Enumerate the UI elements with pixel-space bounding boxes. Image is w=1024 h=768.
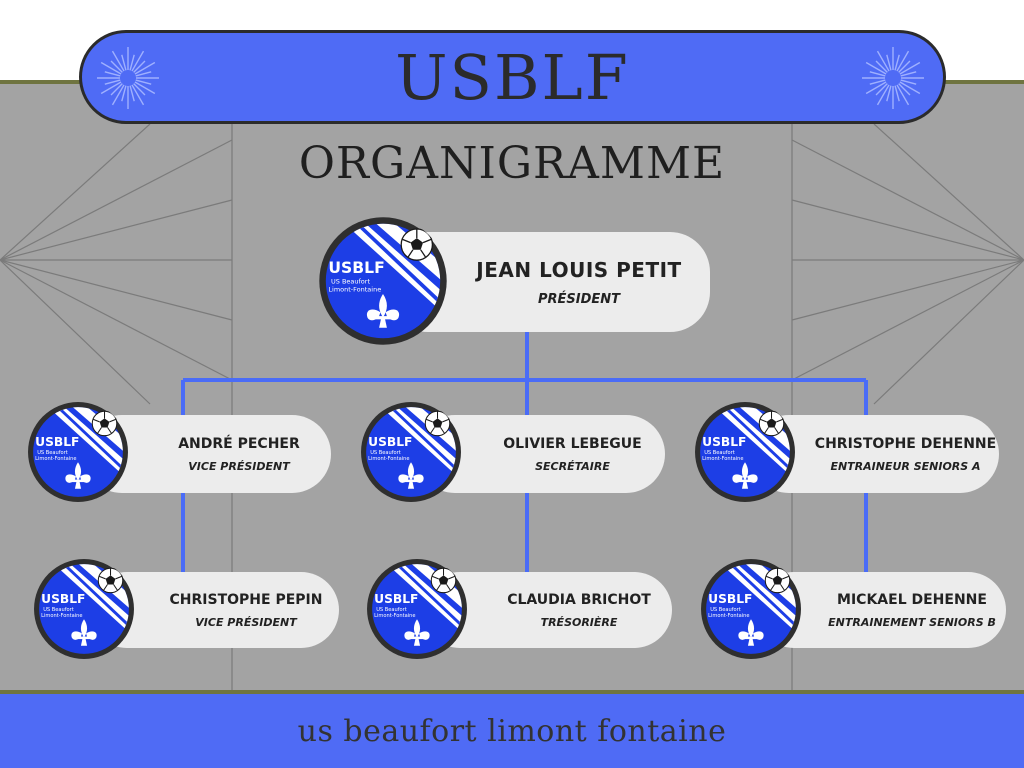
president-card: JEAN LOUIS PETIT PRÉSIDENT USBLF US Beau… xyxy=(318,216,710,346)
club-logo: USBLF US Beaufort Limont-Fontaine xyxy=(700,558,802,660)
member-name-pill: CLAUDIA BRICHOT TRÉSORIÈRE xyxy=(422,572,672,648)
member-role: ENTRAINEUR SENIORS A xyxy=(830,459,981,473)
member-card-christophe-pepin: CHRISTOPHE PEPIN VICE PRÉSIDENT USBLF US… xyxy=(33,558,339,660)
svg-text:USBLF: USBLF xyxy=(35,435,79,449)
starburst-icon xyxy=(862,47,924,109)
member-card-olivier-lebegue: OLIVIER LEBEGUE SECRÉTAIRE USBLF US Beau… xyxy=(360,401,665,503)
member-role: VICE PRÉSIDENT xyxy=(195,615,297,629)
svg-text:US Beaufort: US Beaufort xyxy=(43,607,74,613)
svg-text:Limont-Fontaine: Limont-Fontaine xyxy=(41,613,82,619)
member-name: MICKAEL DEHENNE xyxy=(837,591,987,608)
member-role: VICE PRÉSIDENT xyxy=(188,459,290,473)
svg-text:Limont-Fontaine: Limont-Fontaine xyxy=(374,613,415,619)
club-logo: USBLF US Beaufort Limont-Fontaine xyxy=(27,401,129,503)
svg-text:US Beaufort: US Beaufort xyxy=(710,607,741,613)
president-name-pill: JEAN LOUIS PETIT PRÉSIDENT xyxy=(388,232,710,332)
member-name: OLIVIER LEBEGUE xyxy=(503,435,642,452)
svg-text:USBLF: USBLF xyxy=(708,592,752,606)
page-subtitle: ORGANIGRAMME xyxy=(298,138,726,189)
club-logo: USBLF US Beaufort Limont-Fontaine xyxy=(33,558,135,660)
member-name: ANDRÉ PECHER xyxy=(178,435,300,452)
member-role: ENTRAINEMENT SENIORS B xyxy=(828,615,996,629)
page-title: USBLF xyxy=(395,40,630,114)
member-card-mickael-dehenne: MICKAEL DEHENNE ENTRAINEMENT SENIORS B U… xyxy=(700,558,1006,660)
member-card-andre-pecher: ANDRÉ PECHER VICE PRÉSIDENT USBLF US Bea… xyxy=(27,401,331,503)
member-role: SECRÉTAIRE xyxy=(535,459,610,473)
svg-text:US Beaufort: US Beaufort xyxy=(37,450,68,456)
svg-text:USBLF: USBLF xyxy=(368,435,412,449)
club-logo: USBLF US Beaufort Limont-Fontaine xyxy=(318,216,448,346)
svg-text:Limont-Fontaine: Limont-Fontaine xyxy=(328,285,381,293)
svg-text:US Beaufort: US Beaufort xyxy=(376,607,407,613)
svg-text:USBLF: USBLF xyxy=(328,259,384,277)
svg-text:US Beaufort: US Beaufort xyxy=(331,278,370,286)
svg-text:Limont-Fontaine: Limont-Fontaine xyxy=(708,613,749,619)
svg-text:USBLF: USBLF xyxy=(41,592,85,606)
bottom-divider-line xyxy=(0,690,1024,694)
title-banner: USBLF xyxy=(79,30,946,124)
club-logo: USBLF US Beaufort Limont-Fontaine xyxy=(360,401,462,503)
svg-text:US Beaufort: US Beaufort xyxy=(370,450,401,456)
member-card-claudia-brichot: CLAUDIA BRICHOT TRÉSORIÈRE USBLF US Beau… xyxy=(366,558,672,660)
member-name: CHRISTOPHE PEPIN xyxy=(169,591,323,608)
member-name: CHRISTOPHE DEHENNE xyxy=(814,435,997,452)
member-name: CLAUDIA BRICHOT xyxy=(507,591,651,608)
president-name: JEAN LOUIS PETIT xyxy=(476,257,682,282)
svg-text:USBLF: USBLF xyxy=(702,435,746,449)
member-role: TRÉSORIÈRE xyxy=(540,615,618,629)
svg-text:Limont-Fontaine: Limont-Fontaine xyxy=(368,456,409,462)
president-role: PRÉSIDENT xyxy=(537,291,621,307)
member-card-christophe-dehenne: CHRISTOPHE DEHENNE ENTRAINEUR SENIORS A … xyxy=(694,401,999,503)
svg-text:Limont-Fontaine: Limont-Fontaine xyxy=(35,456,76,462)
footer-banner: us beaufort limont fontaine xyxy=(0,694,1024,768)
club-logo: USBLF US Beaufort Limont-Fontaine xyxy=(366,558,468,660)
background-decorative-lines xyxy=(0,84,1024,690)
club-logo: USBLF US Beaufort Limont-Fontaine xyxy=(694,401,796,503)
svg-text:Limont-Fontaine: Limont-Fontaine xyxy=(702,456,743,462)
starburst-icon xyxy=(97,47,159,109)
footer-text: us beaufort limont fontaine xyxy=(297,713,727,749)
svg-text:USBLF: USBLF xyxy=(374,592,418,606)
svg-text:US Beaufort: US Beaufort xyxy=(704,450,735,456)
